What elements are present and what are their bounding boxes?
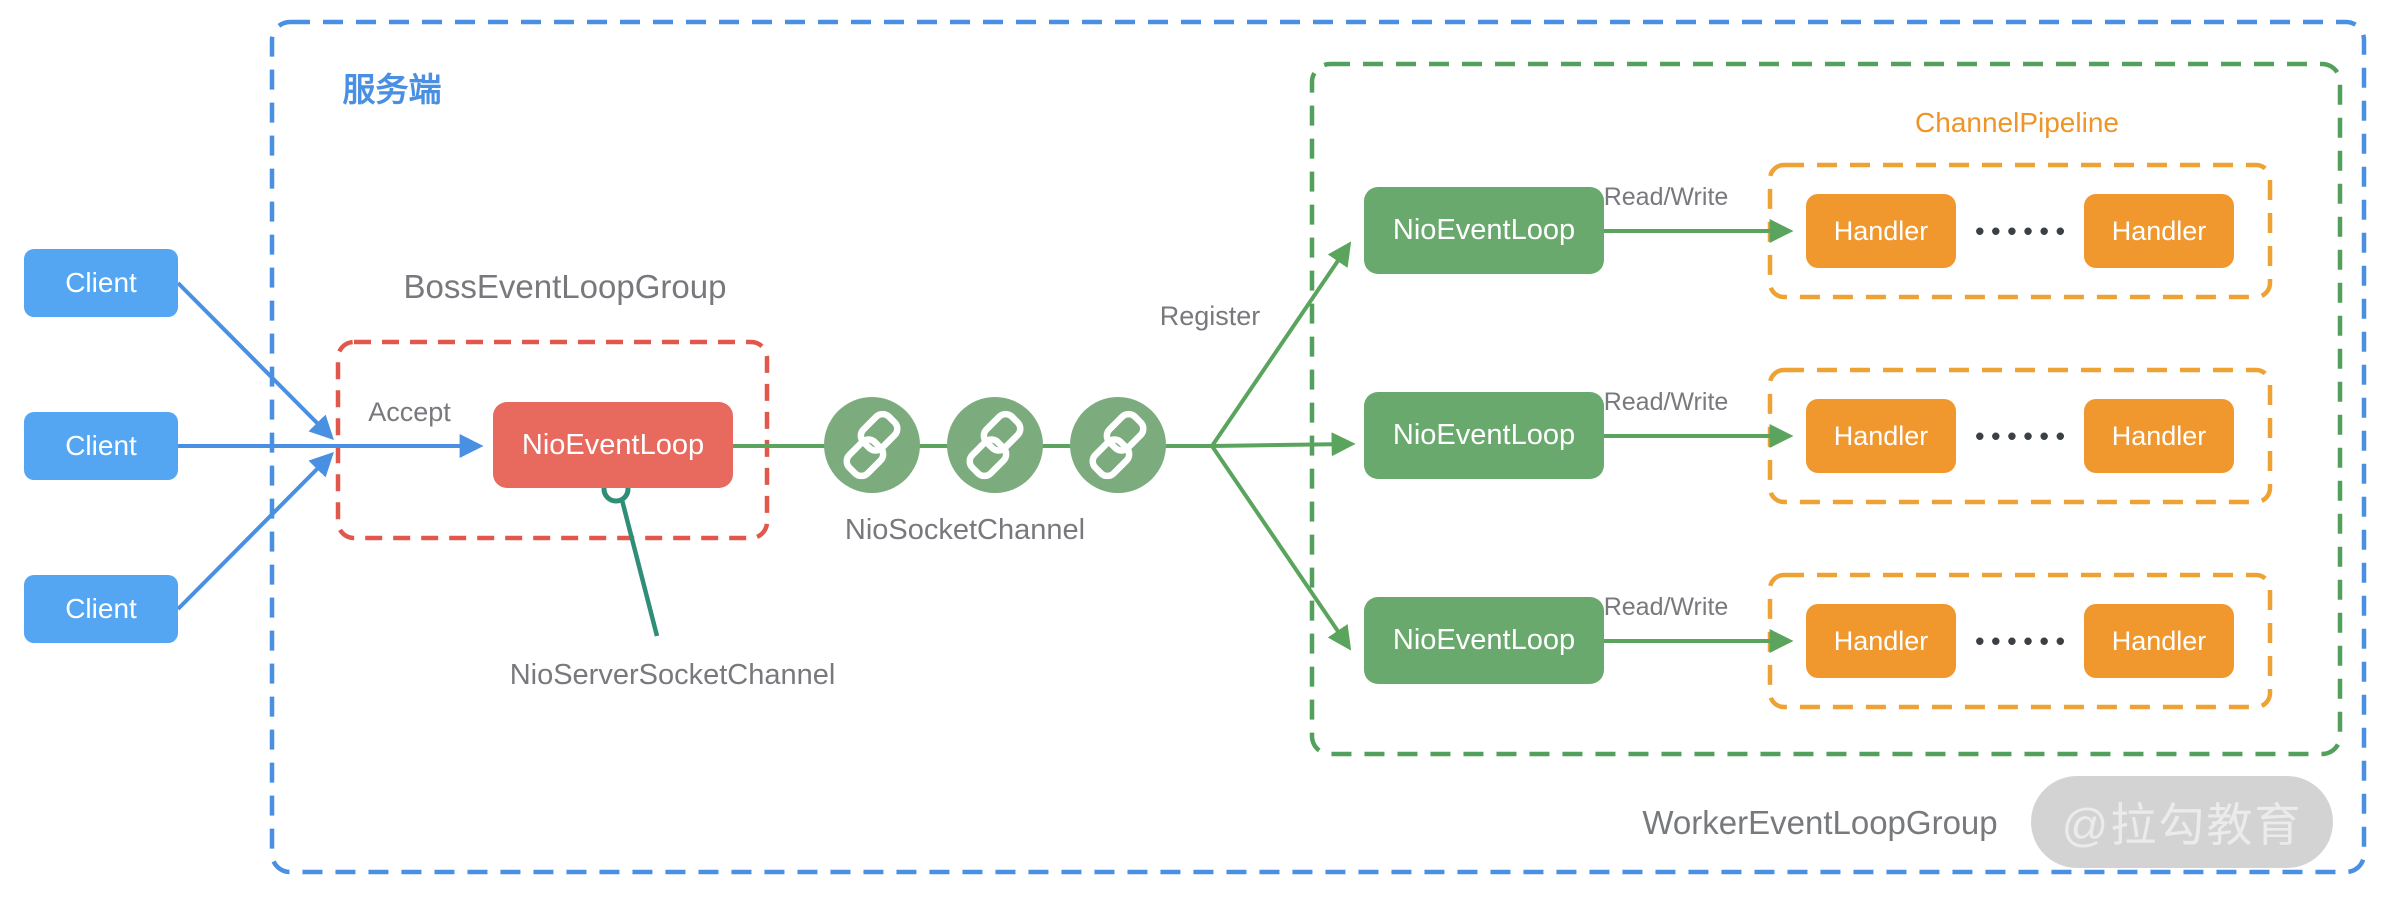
client1-arrow xyxy=(176,281,334,440)
accept-label: Accept xyxy=(368,396,451,427)
worker-row-1: NioEventLoop Read/Write Handler •••••• H… xyxy=(0,165,2400,297)
worker-nio-event-loop-node: NioEventLoop xyxy=(1364,392,1604,479)
handler-ellipsis: •••••• xyxy=(1975,215,2072,246)
boss-event-loop-group-title: BossEventLoopGroup xyxy=(403,268,727,305)
worker-row-3: NioEventLoop Read/Write Handler •••••• H… xyxy=(0,575,2400,707)
handler-node: Handler xyxy=(1806,604,1956,678)
boss-nio-event-loop-node: NioEventLoop xyxy=(493,402,733,488)
read-write-label: Read/Write xyxy=(1603,387,1729,416)
nio-socket-channel-label: NioSocketChannel xyxy=(844,514,1086,546)
server-side-title: 服务端 xyxy=(342,71,442,108)
chain-link-icon xyxy=(1070,397,1166,493)
register-arrow-2 xyxy=(1211,432,1356,457)
register-arrow-1 xyxy=(1210,241,1352,448)
handler-ellipsis: •••••• xyxy=(1975,625,2072,656)
read-write-label: Read/Write xyxy=(1603,182,1729,211)
handler-node: Handler xyxy=(1806,399,1956,473)
worker-nio-event-loop-node: NioEventLoop xyxy=(1364,187,1604,274)
worker-row-2: NioEventLoop Read/Write Handler •••••• H… xyxy=(0,370,2400,502)
handler-node: Handler xyxy=(2084,194,2234,268)
client-node-1: Client xyxy=(24,249,178,317)
channel-pipeline-title: ChannelPipeline xyxy=(1915,107,2119,138)
client-node-2: Client xyxy=(24,412,178,480)
handler-node: Handler xyxy=(1806,194,1956,268)
socket-channel-chain-icons xyxy=(824,397,1166,493)
handler-ellipsis: •••••• xyxy=(1975,420,2072,451)
client3-arrow xyxy=(176,452,334,611)
worker-group-dashed-box xyxy=(1309,61,2343,757)
client-arrows xyxy=(176,281,484,611)
chain-link-icon xyxy=(824,397,920,493)
client-node-3: Client xyxy=(24,575,178,643)
read-write-label: Read/Write xyxy=(1603,592,1729,621)
handler-node: Handler xyxy=(2084,399,2234,473)
worker-nio-event-loop-node: NioEventLoop xyxy=(1364,597,1604,684)
chain-link-icon xyxy=(947,397,1043,493)
register-arrow-3 xyxy=(1210,444,1352,651)
nio-server-socket-channel-label: NioServerSocketChannel xyxy=(509,659,836,691)
worker-event-loop-group-title: WorkerEventLoopGroup xyxy=(1642,804,1998,841)
handler-node: Handler xyxy=(2084,604,2234,678)
boss-group-dashed-box xyxy=(335,339,770,541)
register-label: Register xyxy=(1159,300,1261,331)
lagou-watermark: @拉勾教育 xyxy=(2031,776,2333,868)
